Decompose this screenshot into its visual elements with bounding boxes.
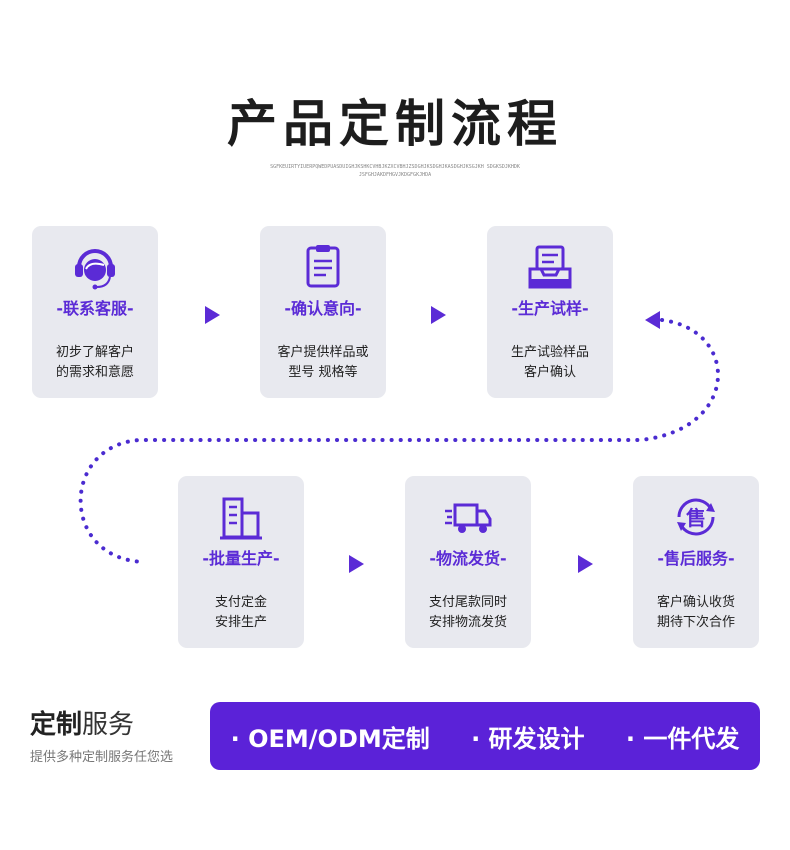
step-description: 初步了解客户 的需求和意愿 <box>32 343 158 383</box>
step-desc-line: 支付尾款同时 <box>428 595 507 610</box>
step-desc-line: 客户确认 <box>523 365 576 380</box>
icon-char: 售 <box>686 506 706 530</box>
page-subtitle: SGFKEUIRTYIUERPQWEDPUASDUIGHJKSHKCVHBJKZ… <box>270 164 520 178</box>
step-desc-line: 型号 规格等 <box>288 365 358 380</box>
service-title: 定制服务 <box>30 704 134 741</box>
step-title: -生产试样- <box>511 299 589 318</box>
step-card-contact-service: -联系客服- 初步了解客户 的需求和意愿 <box>32 226 158 398</box>
after-sales-icon: 售 <box>671 493 721 541</box>
service-item: · 一件代发 <box>625 724 740 753</box>
step-card-after-sales: 售 -售后服务- 客户确认收货 期待下次合作 <box>633 476 759 648</box>
step-desc-line: 期待下次合作 <box>656 615 735 630</box>
service-item: · OEM/ODM定制 <box>230 724 430 753</box>
step-desc-line: 安排生产 <box>214 615 267 630</box>
step-desc-line: 初步了解客户 <box>55 345 134 360</box>
step-description: 客户提供样品或 型号 规格等 <box>260 343 386 383</box>
step-card-logistics: -物流发货- 支付尾款同时 安排物流发货 <box>405 476 531 648</box>
step-description: 生产试验样品 客户确认 <box>487 343 613 383</box>
step-title: -物流发货- <box>429 549 507 568</box>
flow-arrow <box>205 306 220 324</box>
service-title-bold: 定制 <box>30 710 83 740</box>
step-description: 支付尾款同时 安排物流发货 <box>405 593 531 633</box>
step-desc-line: 生产试验样品 <box>510 345 589 360</box>
step-title: -批量生产- <box>202 549 280 568</box>
step-description: 支付定金 安排生产 <box>178 593 304 633</box>
step-description: 客户确认收货 期待下次合作 <box>633 593 759 633</box>
clipboard-icon <box>298 243 348 291</box>
step-card-mass-production: -批量生产- 支付定金 安排生产 <box>178 476 304 648</box>
step-title: -联系客服- <box>56 299 134 318</box>
step-desc-line: 安排物流发货 <box>428 615 507 630</box>
headset-icon <box>70 243 120 291</box>
step-desc-line: 的需求和意愿 <box>55 365 134 380</box>
service-title-light: 服务 <box>82 710 135 740</box>
step-desc-line: 客户提供样品或 <box>277 345 369 360</box>
step-desc-line: 客户确认收货 <box>656 595 735 610</box>
page-title: 产品定制流程 <box>227 95 563 153</box>
step-desc-line: 支付定金 <box>214 595 267 610</box>
inbox-tray-icon <box>525 243 575 291</box>
step-card-confirm-intent: -确认意向- 客户提供样品或 型号 规格等 <box>260 226 386 398</box>
building-icon <box>216 493 266 541</box>
step-card-trial-production: -生产试样- 生产试验样品 客户确认 <box>487 226 613 398</box>
step-title: -确认意向- <box>284 299 362 318</box>
delivery-truck-icon <box>443 493 493 541</box>
step-title: -售后服务- <box>657 549 735 568</box>
service-banner: · OEM/ODM定制 · 研发设计 · 一件代发 <box>210 702 760 770</box>
flow-arrow <box>578 555 593 573</box>
service-subtitle: 提供多种定制服务任您选 <box>30 750 174 765</box>
service-item: · 研发设计 <box>471 724 585 753</box>
flow-arrow <box>349 555 364 573</box>
flow-arrow <box>431 306 446 324</box>
